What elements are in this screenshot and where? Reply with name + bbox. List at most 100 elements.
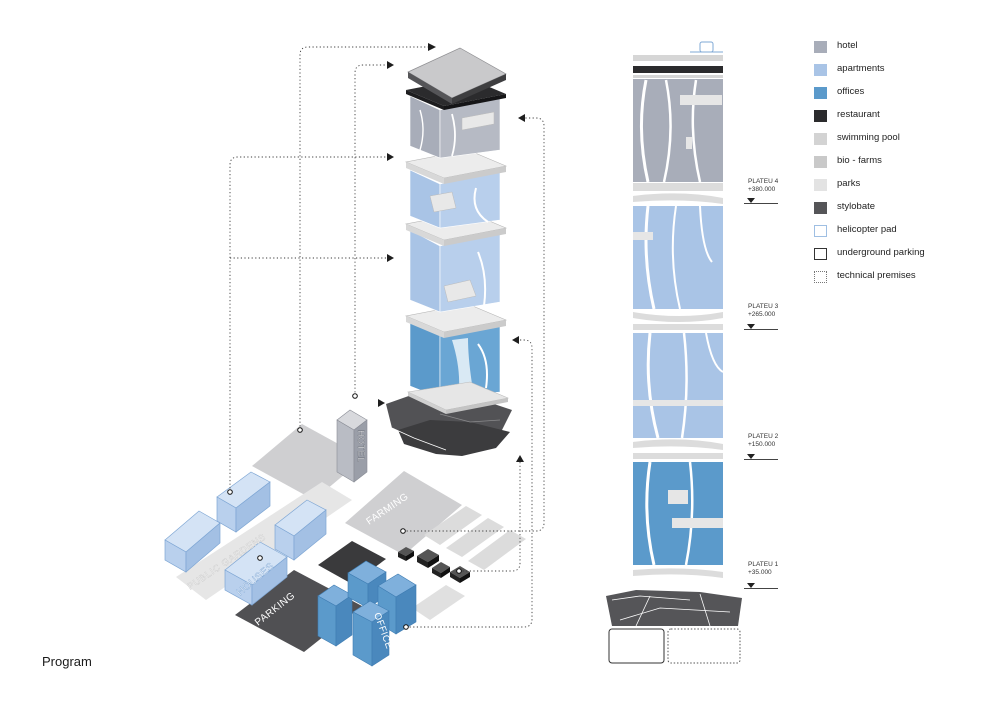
legend-item-parks: parks [814,176,994,199]
apartment-block [164,510,221,573]
connector-node [227,489,233,495]
connector-node [297,427,303,433]
figure-caption: Program [42,654,92,669]
plateau-line [744,459,778,460]
legend-label: parks [837,178,861,189]
legend-label: stylobate [837,201,876,212]
plateau-1-label: PLATEU 1 +35.000 [748,561,778,577]
legend-swatch [814,87,827,99]
plateau-line [744,588,778,589]
tower-plateau [404,303,508,338]
connector-arrow [387,61,394,69]
section-stylobate [606,590,742,627]
legend-label: hotel [837,40,858,51]
legend-label: apartments [837,63,885,74]
legend-item-bio-farms: bio - farms [814,153,994,176]
plateau-level: +380.000 [748,186,776,193]
farming-field [345,471,462,555]
hotel-plaza [252,424,364,500]
apartment-block [274,499,327,561]
plateau-2-label: PLATEU 2 +150.000 [748,433,778,449]
plateau-line [744,329,778,330]
legend-swatch [814,179,827,191]
legend-item-helicopter-pad: helicopter pad [814,222,994,245]
legend-swatch [814,248,827,260]
legend-swatch [814,41,827,53]
tower-roof [407,47,507,104]
hotel-label: HOTEL [356,430,366,463]
farming-strip [446,518,504,557]
connector-arrow [378,399,385,407]
plateau-line [744,203,778,204]
plateau-name: PLATEU 3 [748,303,779,310]
exploded-tower [386,47,512,456]
legend-item-offices: offices [814,84,994,107]
connector-arrow [387,153,394,161]
plateau-4-label: PLATEU 4 +380.000 [748,178,778,194]
connector-arrow [518,114,525,122]
legend-swatch [814,271,827,283]
tower-offices-zone [406,319,510,414]
connector-arrowheads [378,43,525,462]
legend-swatch [814,133,827,145]
tower-section [606,41,742,664]
plateau-name: PLATEU 1 [748,561,779,568]
office-building [352,600,390,667]
legend-label: helicopter pad [837,224,897,235]
section-technical-premises [667,628,741,664]
legend-item-swimming-pool: swimming pool [814,130,994,153]
legend-label: bio - farms [837,155,882,166]
service-block [432,562,450,578]
hotel-building [336,409,368,483]
site-plan: HOTEL FARMING PUBLIC GARDENS HOUSES PARK… [164,409,526,667]
plateau-name: PLATEU 4 [748,178,779,185]
plateau-level: +35.000 [748,569,772,576]
connector-arrow [512,336,519,344]
section-hotel-zone [633,79,723,182]
connector-arrow [516,455,524,462]
legend-swatch [814,110,827,122]
plateau-3-label: PLATEU 3 +265.000 [748,303,778,319]
legend-label: offices [837,86,865,97]
flow-connectors [229,46,545,628]
apartment-block [216,471,271,533]
legend: hotel apartments offices restaurant swim… [814,38,994,291]
lawn-strip [412,585,465,620]
connector-node [456,568,462,574]
legend-swatch [814,64,827,76]
plateau-arrow-icon [747,454,755,459]
connector-node [400,528,406,534]
connector-nodes [227,393,462,630]
connector-node [403,624,409,630]
legend-swatch [814,202,827,214]
houses-block [224,541,288,606]
office-building [347,560,387,609]
legend-swatch [814,156,827,168]
legend-label: underground parking [837,247,925,258]
legend-label: swimming pool [837,132,900,143]
office-building [317,584,353,647]
plateau-level: +265.000 [748,311,776,318]
restaurant-block [318,541,386,584]
farming-strip [468,530,526,570]
connector-node [352,393,358,399]
plateau-arrow-icon [747,324,755,329]
connector-arrow [428,43,436,51]
legend-item-restaurant: restaurant [814,107,994,130]
legend-swatch [814,225,827,237]
connector-arrow [387,254,394,262]
tower-plateau [404,149,508,184]
legend-item-underground-parking: underground parking [814,245,994,268]
legend-label: technical premises [837,270,916,281]
section-underground-parking [608,628,665,664]
helicopter-pad [699,41,714,53]
legend-item-technical-premises: technical premises [814,268,994,291]
plateau-arrow-icon [747,583,755,588]
legend-label: restaurant [837,109,880,120]
legend-item-apartments: apartments [814,61,994,84]
plateau-arrow-icon [747,198,755,203]
farming-strip [424,506,482,545]
tower-hotel-zone [409,95,501,159]
